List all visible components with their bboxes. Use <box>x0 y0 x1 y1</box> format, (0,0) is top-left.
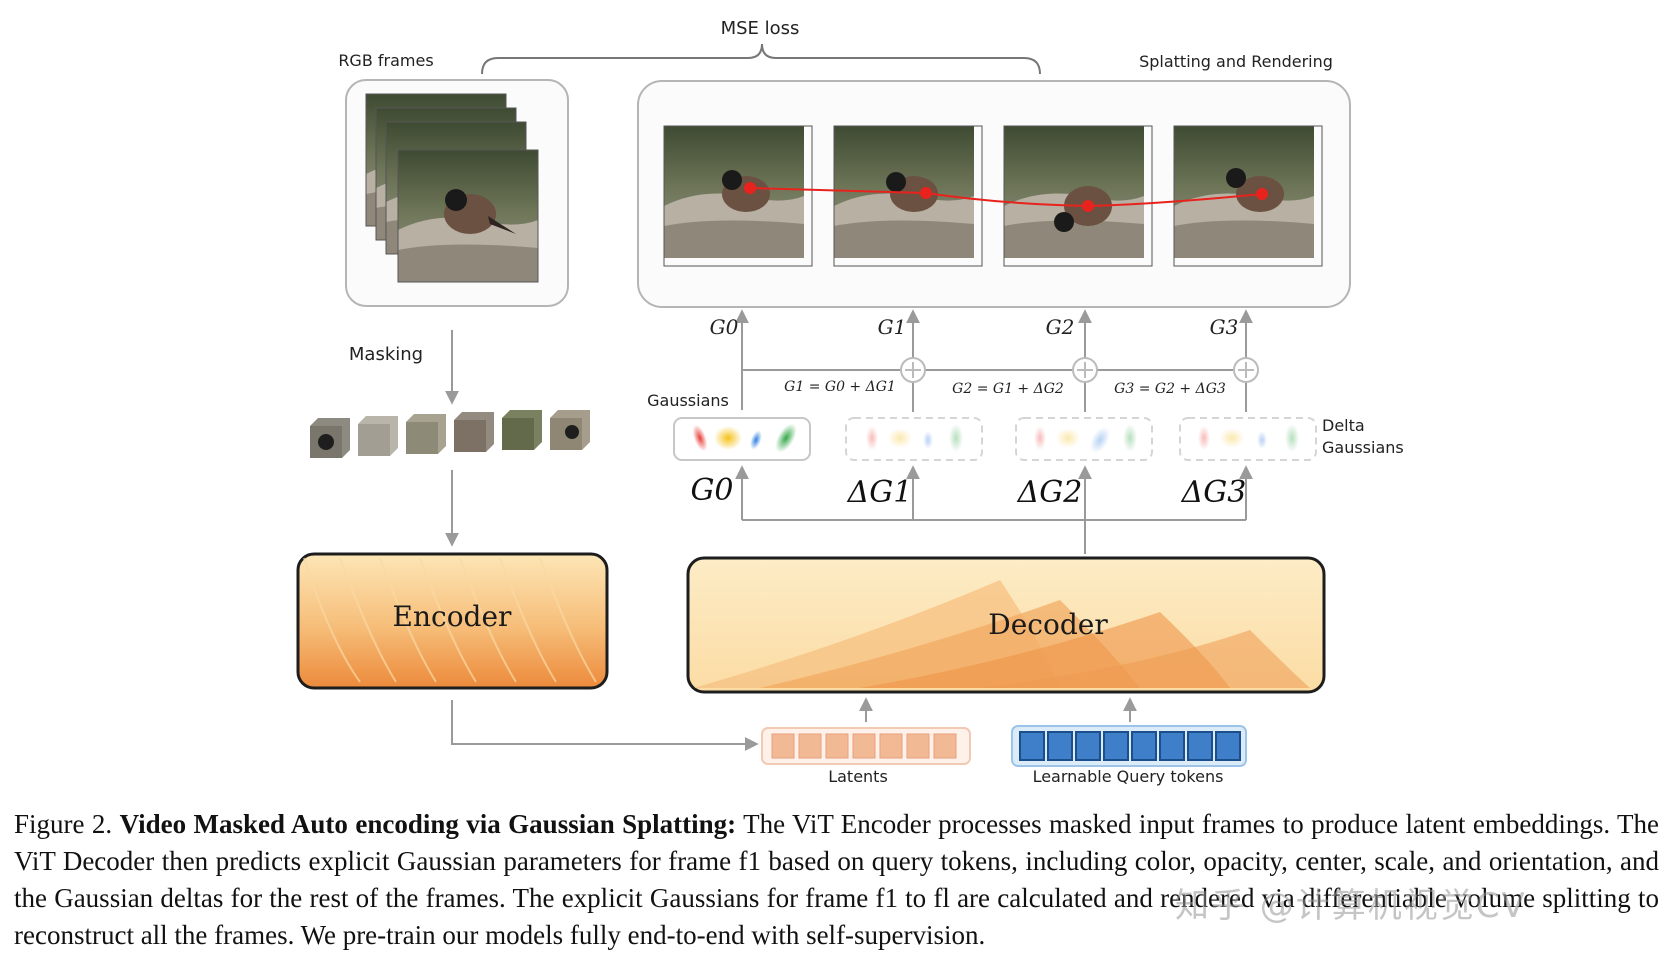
delta-gaussians-3 <box>1179 417 1317 461</box>
g0-label: G0 <box>710 315 739 339</box>
equation-2: G2 = G1 + ΔG2 <box>952 381 1064 397</box>
encoder-block: Encoder <box>296 552 609 690</box>
mse-brace <box>481 43 1041 75</box>
g3-label: G3 <box>1210 315 1239 339</box>
plus-node-3 <box>1233 357 1259 383</box>
g0-big-label: G0 <box>690 473 733 508</box>
gaussians-g0 <box>673 417 811 461</box>
architecture-diagram: MSE loss RGB frames Splatting and Render… <box>296 18 1404 786</box>
rgb-frame-stack <box>365 93 539 283</box>
masked-patches <box>310 410 590 458</box>
splatting-label: Splatting and Rendering <box>1139 52 1333 71</box>
encoder-to-latents-arrow <box>451 700 759 751</box>
delta-g1-label: ΔG1 <box>847 475 913 510</box>
encoder-label: Encoder <box>393 600 513 633</box>
latent-tokens <box>761 727 971 765</box>
delta-gaussians-label-line1: Delta <box>1322 416 1365 435</box>
query-tokens-label: Learnable Query tokens <box>1033 767 1224 786</box>
track-point <box>1256 188 1268 200</box>
plus-node-1 <box>900 357 926 383</box>
track-point <box>744 182 756 194</box>
plus-node-2 <box>1072 357 1098 383</box>
caption-prefix: Figure 2. <box>14 809 120 839</box>
track-point <box>920 187 932 199</box>
mse-loss-label: MSE loss <box>721 18 800 39</box>
delta-gaussians-label-line2: Gaussians <box>1322 438 1404 457</box>
masking-label: Masking <box>349 344 423 365</box>
delta-gaussians-2 <box>1015 417 1153 461</box>
track-point <box>1082 200 1094 212</box>
gaussians-label: Gaussians <box>647 391 729 410</box>
equation-1: G1 = G0 + ΔG1 <box>784 379 896 395</box>
rendering-box <box>637 80 1351 308</box>
watermark-text: 知乎 @计算机视觉CV <box>1175 886 1527 926</box>
delta-gaussians-1 <box>845 417 983 461</box>
delta-g2-label: ΔG2 <box>1017 475 1083 510</box>
caption-title: Video Masked Auto encoding via Gaussian … <box>119 809 737 839</box>
figure-caption: Figure 2. Video Masked Auto encoding via… <box>14 806 1659 954</box>
g1-label: G1 <box>878 315 907 339</box>
equation-3: G3 = G2 + ΔG3 <box>1114 381 1226 397</box>
latents-label: Latents <box>828 767 888 786</box>
decoder-label: Decoder <box>988 608 1108 641</box>
decoder-block: Decoder <box>686 556 1326 694</box>
g2-label: G2 <box>1046 315 1075 339</box>
delta-g3-label: ΔG3 <box>1181 475 1247 510</box>
query-tokens <box>1011 725 1247 767</box>
rendered-frames <box>663 125 1323 267</box>
caption-body: The ViT Encoder processes masked input f… <box>14 809 1660 950</box>
rgb-frames-label: RGB frames <box>338 51 433 70</box>
